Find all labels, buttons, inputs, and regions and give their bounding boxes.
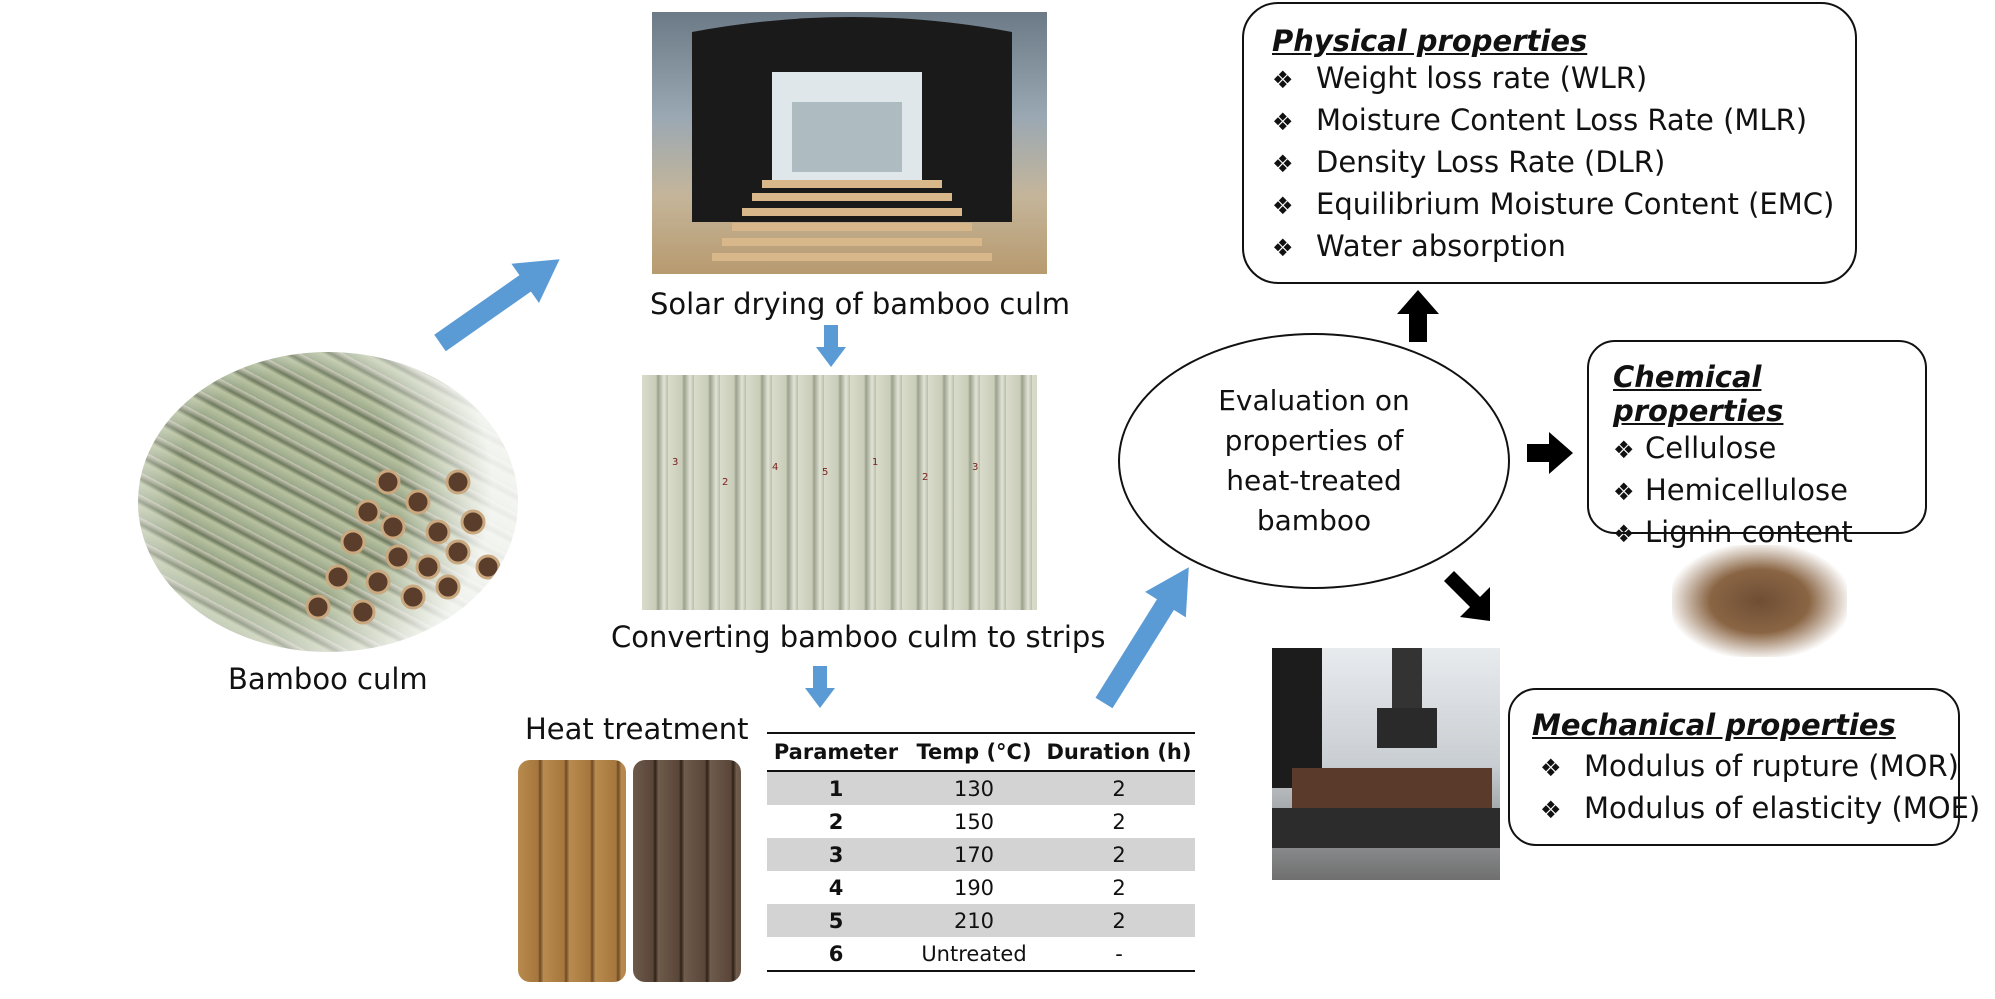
header-parameter: Parameter: [767, 732, 905, 772]
strip-labels-illustration: 3 2 4 5 1 2 3: [672, 457, 978, 488]
bamboo-culm-photo: [138, 352, 518, 652]
cell-parameter: 6: [767, 937, 905, 972]
list-item: ❖Lignin content: [1613, 512, 1925, 554]
cell-duration: 2: [1043, 838, 1195, 871]
cell-parameter: 5: [767, 904, 905, 937]
testing-machine-illustration: [1272, 648, 1500, 848]
svg-text:2: 2: [922, 472, 928, 483]
arrow-to-chemical: [1525, 430, 1575, 476]
cell-duration: 2: [1112, 809, 1126, 834]
diamond-bullet-icon: ❖: [1272, 66, 1294, 94]
table-header-row: Parameter Temp (°C) Duration (h): [767, 732, 1195, 772]
diamond-bullet-icon: ❖: [1272, 108, 1294, 136]
list-item: ❖Modulus of elasticity (MOE): [1532, 788, 1980, 830]
heat-treated-sample-photo: [633, 760, 741, 982]
chemical-properties-list: ❖Cellulose ❖Hemicellulose ❖Lignin conten…: [1613, 428, 1925, 554]
flow-arrow-to-strips: [816, 325, 846, 369]
cell-temp: 130: [905, 771, 1043, 805]
list-item: ❖Water absorption: [1272, 226, 1855, 268]
table-row: 5 210 2: [767, 904, 1195, 937]
diamond-bullet-icon: ❖: [1272, 150, 1294, 178]
cell-parameter: 1: [767, 771, 905, 805]
drying-tunnel-illustration: [692, 17, 1012, 261]
svg-text:4: 4: [772, 462, 778, 473]
flow-arrow-to-heat: [805, 666, 835, 710]
svg-text:5: 5: [822, 467, 828, 478]
untreated-sample-photo: [518, 760, 626, 982]
chemical-sample-photo: [1672, 545, 1847, 657]
cell-duration: -: [1043, 937, 1195, 972]
header-temp: Temp (°C): [905, 732, 1043, 772]
flow-arrow-to-drying: [430, 245, 590, 355]
list-item: ❖Modulus of rupture (MOR): [1532, 746, 1959, 788]
header-duration: Duration (h): [1043, 732, 1195, 772]
chemical-properties-title: Chemical properties: [1613, 360, 1784, 428]
solar-drying-caption: Solar drying of bamboo culm: [650, 287, 1071, 321]
mechanical-properties-title: Mechanical properties: [1532, 708, 1896, 742]
list-item: ❖Weight loss rate (WLR): [1272, 58, 1855, 100]
physical-properties-list: ❖Weight loss rate (WLR) ❖Moisture Conten…: [1272, 58, 1855, 268]
table-row: 2 150 2: [767, 805, 1195, 838]
cell-duration: 2: [1112, 875, 1126, 900]
evaluation-ellipse: Evaluation on properties of heat-treated…: [1118, 333, 1510, 589]
cell-parameter: 3: [767, 838, 905, 871]
cell-temp: 190: [953, 875, 995, 900]
evaluation-line-3: heat-treated: [1226, 464, 1402, 497]
svg-text:1: 1: [872, 457, 878, 468]
cell-temp: Untreated: [905, 937, 1043, 972]
svg-text:2: 2: [722, 477, 728, 488]
heat-treatment-caption: Heat treatment: [525, 712, 749, 746]
list-item: ❖Moisture Content Loss Rate (MLR): [1272, 100, 1855, 142]
diamond-bullet-icon: ❖: [1613, 520, 1635, 548]
diamond-bullet-icon: ❖: [1540, 754, 1562, 782]
diamond-bullet-icon: ❖: [1540, 796, 1562, 824]
mechanical-properties-box: Mechanical properties ❖Modulus of ruptur…: [1508, 688, 1980, 846]
arrow-to-mechanical: [1440, 565, 1500, 625]
chemical-properties-box: Chemical properties ❖Cellulose ❖Hemicell…: [1587, 340, 1927, 549]
mechanical-properties-list: ❖Modulus of rupture (MOR) ❖Modulus of el…: [1532, 746, 1980, 830]
flow-arrow-to-evaluation: [1090, 555, 1210, 720]
cell-temp: 210: [905, 904, 1043, 937]
list-item: ❖Hemicellulose: [1613, 470, 1925, 512]
solar-drying-photo: [652, 12, 1047, 274]
bamboo-tube-ends: [305, 469, 501, 625]
diamond-bullet-icon: ❖: [1272, 192, 1294, 220]
bamboo-culm-caption: Bamboo culm: [228, 662, 428, 696]
bamboo-strips-photo: 3 2 4 5 1 2 3: [642, 375, 1037, 610]
mechanical-testing-photo: [1272, 648, 1500, 880]
physical-properties-title: Physical properties: [1272, 24, 1588, 58]
cell-duration: 2: [1043, 771, 1195, 805]
strips-caption: Converting bamboo culm to strips: [611, 620, 1106, 654]
table-row: 3 170 2: [767, 838, 1195, 871]
diamond-bullet-icon: ❖: [1613, 436, 1635, 464]
cell-temp: 150: [953, 809, 995, 834]
diamond-bullet-icon: ❖: [1613, 478, 1635, 506]
cell-parameter: 4: [828, 875, 844, 900]
evaluation-line-2: properties of: [1224, 424, 1404, 457]
svg-text:3: 3: [972, 462, 978, 473]
table-row: 6 Untreated -: [767, 937, 1195, 972]
list-item: ❖Equilibrium Moisture Content (EMC): [1272, 184, 1855, 226]
table-row: 1 130 2: [767, 771, 1195, 805]
list-item: ❖Density Loss Rate (DLR): [1272, 142, 1855, 184]
physical-properties-box: Physical properties ❖Weight loss rate (W…: [1242, 2, 1857, 284]
svg-text:3: 3: [672, 457, 678, 468]
list-item: ❖Cellulose: [1613, 428, 1925, 470]
heat-treatment-table: Parameter Temp (°C) Duration (h) 1 130 2…: [767, 732, 1195, 972]
cell-parameter: 2: [828, 809, 844, 834]
cell-duration: 2: [1043, 904, 1195, 937]
arrow-to-physical: [1395, 288, 1441, 344]
table-row: 4 190 2: [767, 871, 1195, 904]
cell-temp: 170: [905, 838, 1043, 871]
evaluation-line-1: Evaluation on: [1218, 384, 1410, 417]
evaluation-line-4: bamboo: [1256, 504, 1372, 537]
diamond-bullet-icon: ❖: [1272, 234, 1294, 262]
